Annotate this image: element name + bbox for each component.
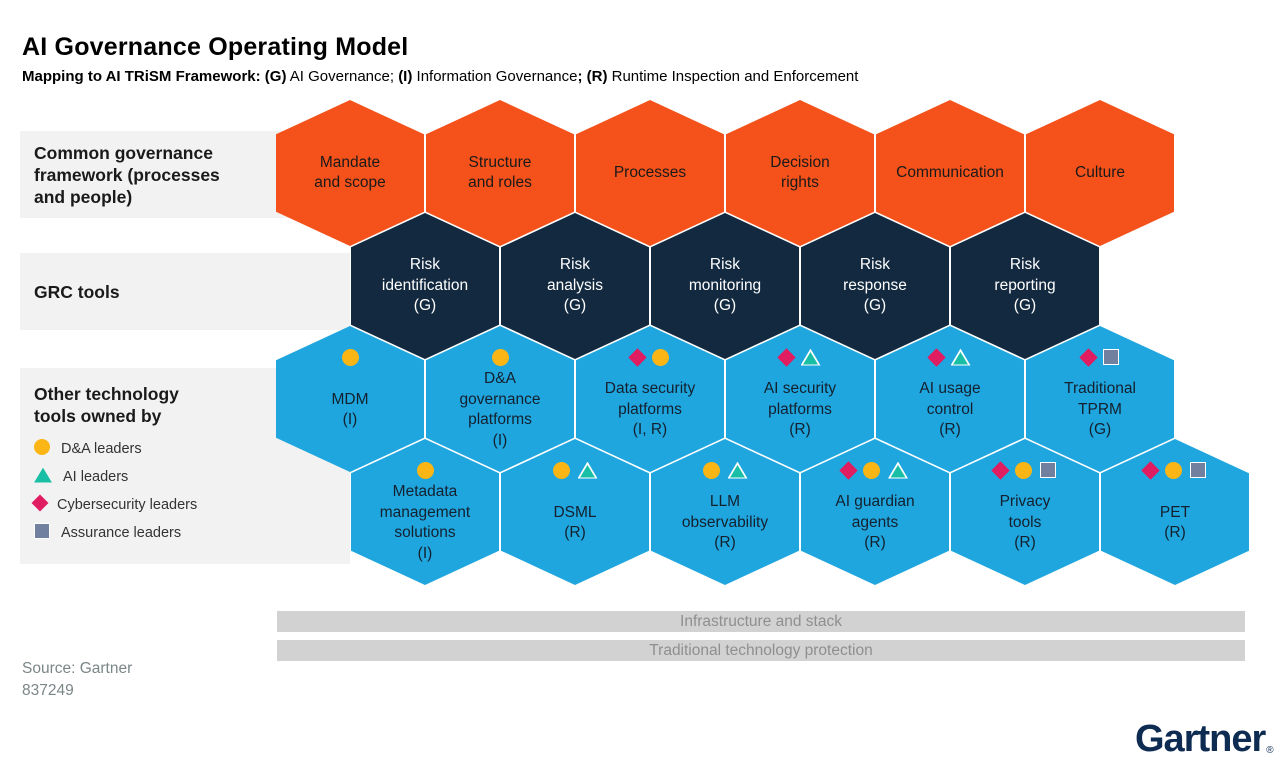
registered-mark: ® bbox=[1266, 745, 1273, 756]
diamond-marker bbox=[1141, 460, 1160, 480]
square-marker bbox=[1102, 349, 1119, 365]
bar-label: Infrastructure and stack bbox=[680, 612, 842, 630]
circle-marker bbox=[1015, 461, 1032, 479]
traditional-technology-protection-bar: Traditional technology protection bbox=[277, 640, 1245, 661]
legend-item-assurance-leaders: Assurance leaders bbox=[34, 523, 350, 543]
hex-ai-usage-control: AI usage control (R) bbox=[876, 326, 1024, 472]
triangle-marker bbox=[34, 468, 52, 483]
circle-marker bbox=[552, 461, 570, 479]
hex-mdm: MDM (I) bbox=[276, 326, 424, 472]
legend-item-cybersecurity-leaders: Cybersecurity leaders bbox=[31, 494, 350, 515]
legend-label: AI leaders bbox=[63, 469, 129, 485]
diamond-marker bbox=[991, 460, 1010, 480]
hex-ai-security-platforms: AI security platforms (R) bbox=[726, 326, 874, 472]
hex-da-governance-platforms: D&A governance platforms (I) bbox=[426, 326, 574, 472]
bar-label: Traditional technology protection bbox=[649, 641, 873, 659]
square-marker bbox=[1190, 462, 1206, 478]
hex-privacy-tools: Privacy tools (R) bbox=[951, 439, 1099, 585]
hex-culture: Culture bbox=[1026, 100, 1174, 246]
hex-risk-response: Risk response (G) bbox=[801, 213, 949, 359]
hex-dsml: DSML (R) bbox=[501, 439, 649, 585]
source-note: Source: Gartner 837249 bbox=[22, 660, 133, 699]
circle-marker bbox=[341, 348, 359, 366]
square-marker bbox=[1040, 462, 1056, 478]
common-governance-label: Common governance framework (processes a… bbox=[34, 142, 220, 207]
diamond-marker bbox=[926, 347, 946, 367]
legend-item-da-leaders: D&A leaders bbox=[34, 439, 350, 459]
hex-risk-identification: Risk identification (G) bbox=[351, 213, 499, 359]
page-title: AI Governance Operating Model bbox=[22, 32, 409, 61]
diamond-marker bbox=[628, 347, 647, 367]
diamond-marker bbox=[31, 494, 49, 512]
hex-llm-observability: LLM observability (R) bbox=[651, 439, 799, 585]
hex-metadata-management-solutions: Metadata management solutions (I) bbox=[351, 439, 499, 585]
diamond-marker bbox=[1078, 347, 1098, 367]
triangle-marker bbox=[800, 348, 821, 366]
legend-label: Assurance leaders bbox=[61, 525, 182, 541]
circle-marker bbox=[416, 461, 434, 479]
square-marker bbox=[34, 523, 50, 539]
hex-processes: Processes bbox=[576, 100, 724, 246]
hex-communication: Communication bbox=[876, 100, 1024, 246]
trism-mapping-key: Mapping to AI TRiSM Framework: (G) AI Go… bbox=[22, 68, 858, 85]
key-segment: (I) bbox=[398, 68, 413, 85]
circle-marker bbox=[1165, 461, 1182, 479]
circle-marker bbox=[491, 348, 509, 366]
key-segment: AI Governance; bbox=[286, 68, 399, 85]
grc-tools-label: GRC tools bbox=[34, 281, 120, 302]
key-segment: Mapping to AI TRiSM Framework: (G) bbox=[22, 68, 287, 85]
diamond-marker bbox=[776, 347, 796, 367]
gartner-logo: Gartner® bbox=[1135, 718, 1274, 760]
hex-risk-reporting: Risk reporting (G) bbox=[951, 213, 1099, 359]
circle-marker bbox=[702, 461, 720, 479]
grc-tools-panel: GRC tools bbox=[20, 253, 350, 330]
legend-label: D&A leaders bbox=[61, 441, 142, 457]
other-tools-panel: Other technology tools owned by D&A lead… bbox=[20, 368, 350, 564]
hex-structure-and-roles: Structure and roles bbox=[426, 100, 574, 246]
other-tools-label: Other technology tools owned by bbox=[34, 384, 179, 426]
hex-ai-guardian-agents: AI guardian agents (R) bbox=[801, 439, 949, 585]
triangle-marker bbox=[950, 348, 971, 366]
owner-legend: D&A leaders AI leaders Cybersecurity lea… bbox=[31, 439, 350, 543]
hex-risk-analysis: Risk analysis (G) bbox=[501, 213, 649, 359]
diamond-marker bbox=[839, 460, 858, 480]
triangle-marker bbox=[727, 461, 748, 479]
hex-data-security-platforms: Data security platforms (I, R) bbox=[576, 326, 724, 472]
infrastructure-and-stack-bar: Infrastructure and stack bbox=[277, 611, 1245, 632]
hex-mandate-and-scope: Mandate and scope bbox=[276, 100, 424, 246]
hex-decision-rights: Decision rights bbox=[726, 100, 874, 246]
legend-item-ai-leaders: AI leaders bbox=[34, 467, 350, 487]
legend-label: Cybersecurity leaders bbox=[57, 497, 198, 513]
key-segment: ; (R) bbox=[577, 68, 608, 85]
hex-pet: PET (R) bbox=[1101, 439, 1249, 585]
circle-marker bbox=[863, 461, 880, 479]
key-segment: Information Governance bbox=[412, 68, 578, 85]
triangle-marker bbox=[888, 461, 908, 479]
hex-traditional-tprm: Traditional TPRM (G) bbox=[1026, 326, 1174, 472]
circle-marker bbox=[34, 439, 50, 455]
circle-marker bbox=[652, 348, 669, 366]
key-segment: Runtime Inspection and Enforcement bbox=[607, 68, 859, 85]
hex-risk-monitoring: Risk monitoring (G) bbox=[651, 213, 799, 359]
triangle-marker bbox=[577, 461, 598, 479]
